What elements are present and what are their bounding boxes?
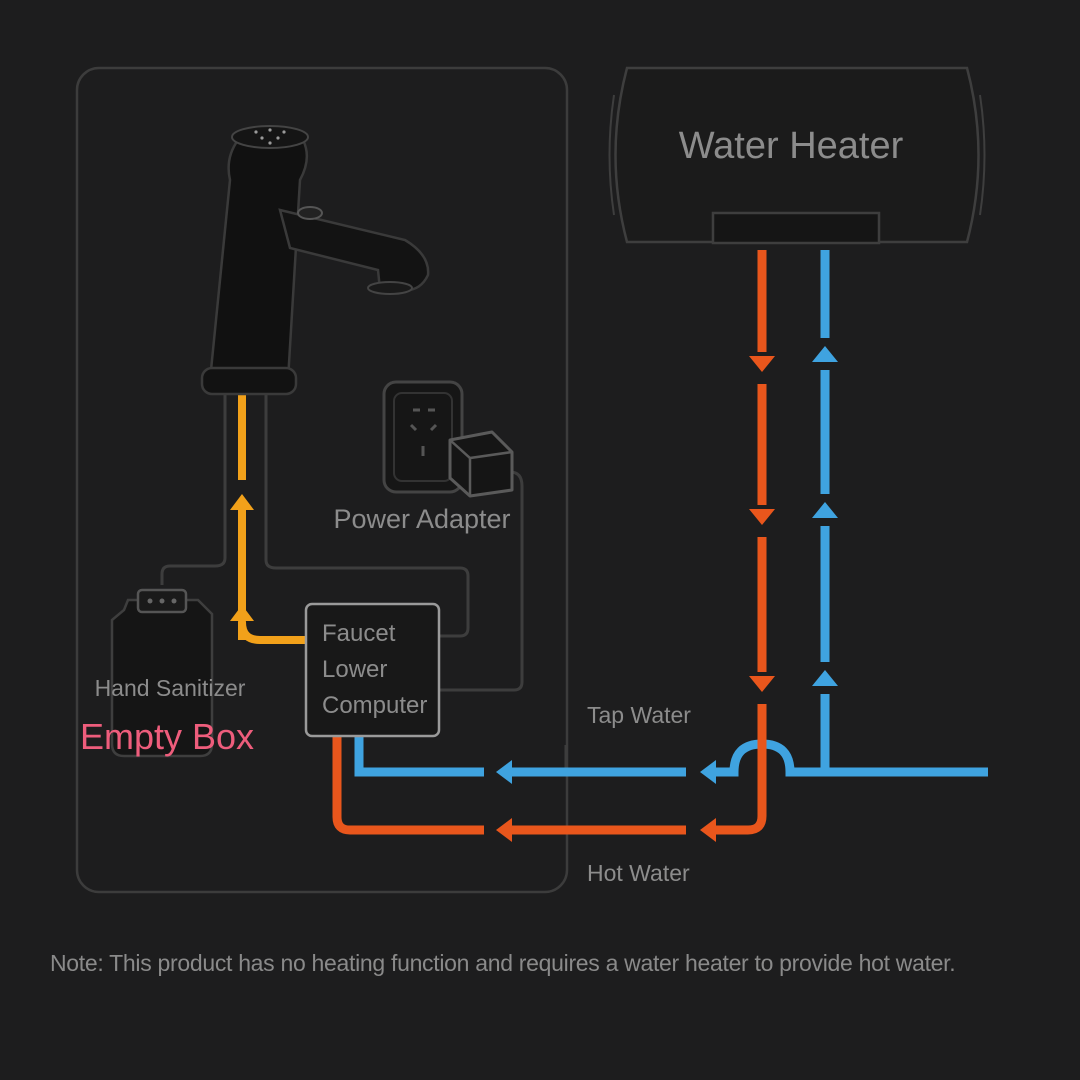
- installation-frame: [75, 66, 569, 894]
- arrow-up: [812, 346, 838, 362]
- faucet-lower-computer: Faucet Lower Computer: [304, 602, 441, 738]
- arrow-up: [812, 670, 838, 686]
- arrow-left: [700, 760, 716, 784]
- water-heater: Water Heater: [608, 66, 986, 245]
- faucet: [200, 125, 430, 396]
- hot-water-pipe: [332, 250, 767, 835]
- arrow-left: [496, 818, 512, 842]
- arrow-left: [496, 760, 512, 784]
- water-heater-outlet: [711, 211, 881, 245]
- arrow-up: [230, 605, 254, 621]
- hand-sanitizer-bottle: Hand Sanitizer Empty Box: [80, 588, 254, 758]
- empty-box-label: Empty Box: [80, 716, 254, 757]
- arrow-left: [700, 818, 716, 842]
- arrow-up: [230, 494, 254, 510]
- faucet-computer-label-3: Computer: [322, 692, 427, 719]
- note-text: Note: This product has no heating functi…: [50, 950, 956, 976]
- faucet-display-icon: [254, 128, 286, 145]
- faucet-computer-label-1: Faucet: [322, 620, 396, 647]
- water-heater-label: Water Heater: [679, 125, 904, 167]
- faucet-sensor-icon: [297, 206, 323, 220]
- hot-water-arrows: [496, 356, 775, 842]
- hand-sanitizer-label: Hand Sanitizer: [95, 675, 246, 701]
- cables: [160, 380, 568, 770]
- power-adapter-label: Power Adapter: [333, 504, 510, 534]
- faucet-computer-label-2: Lower: [322, 656, 387, 683]
- tap-water-arrows: [496, 346, 838, 784]
- arrow-down: [749, 356, 775, 372]
- power-adapter: Power Adapter: [333, 380, 514, 534]
- arrow-down: [749, 509, 775, 525]
- hot-water-label: Hot Water: [587, 860, 690, 886]
- tap-water-label: Tap Water: [587, 702, 691, 728]
- arrow-up: [812, 502, 838, 518]
- arrow-down: [749, 676, 775, 692]
- mixed-water-pipe: [238, 395, 306, 644]
- mixed-water-arrows: [230, 494, 254, 621]
